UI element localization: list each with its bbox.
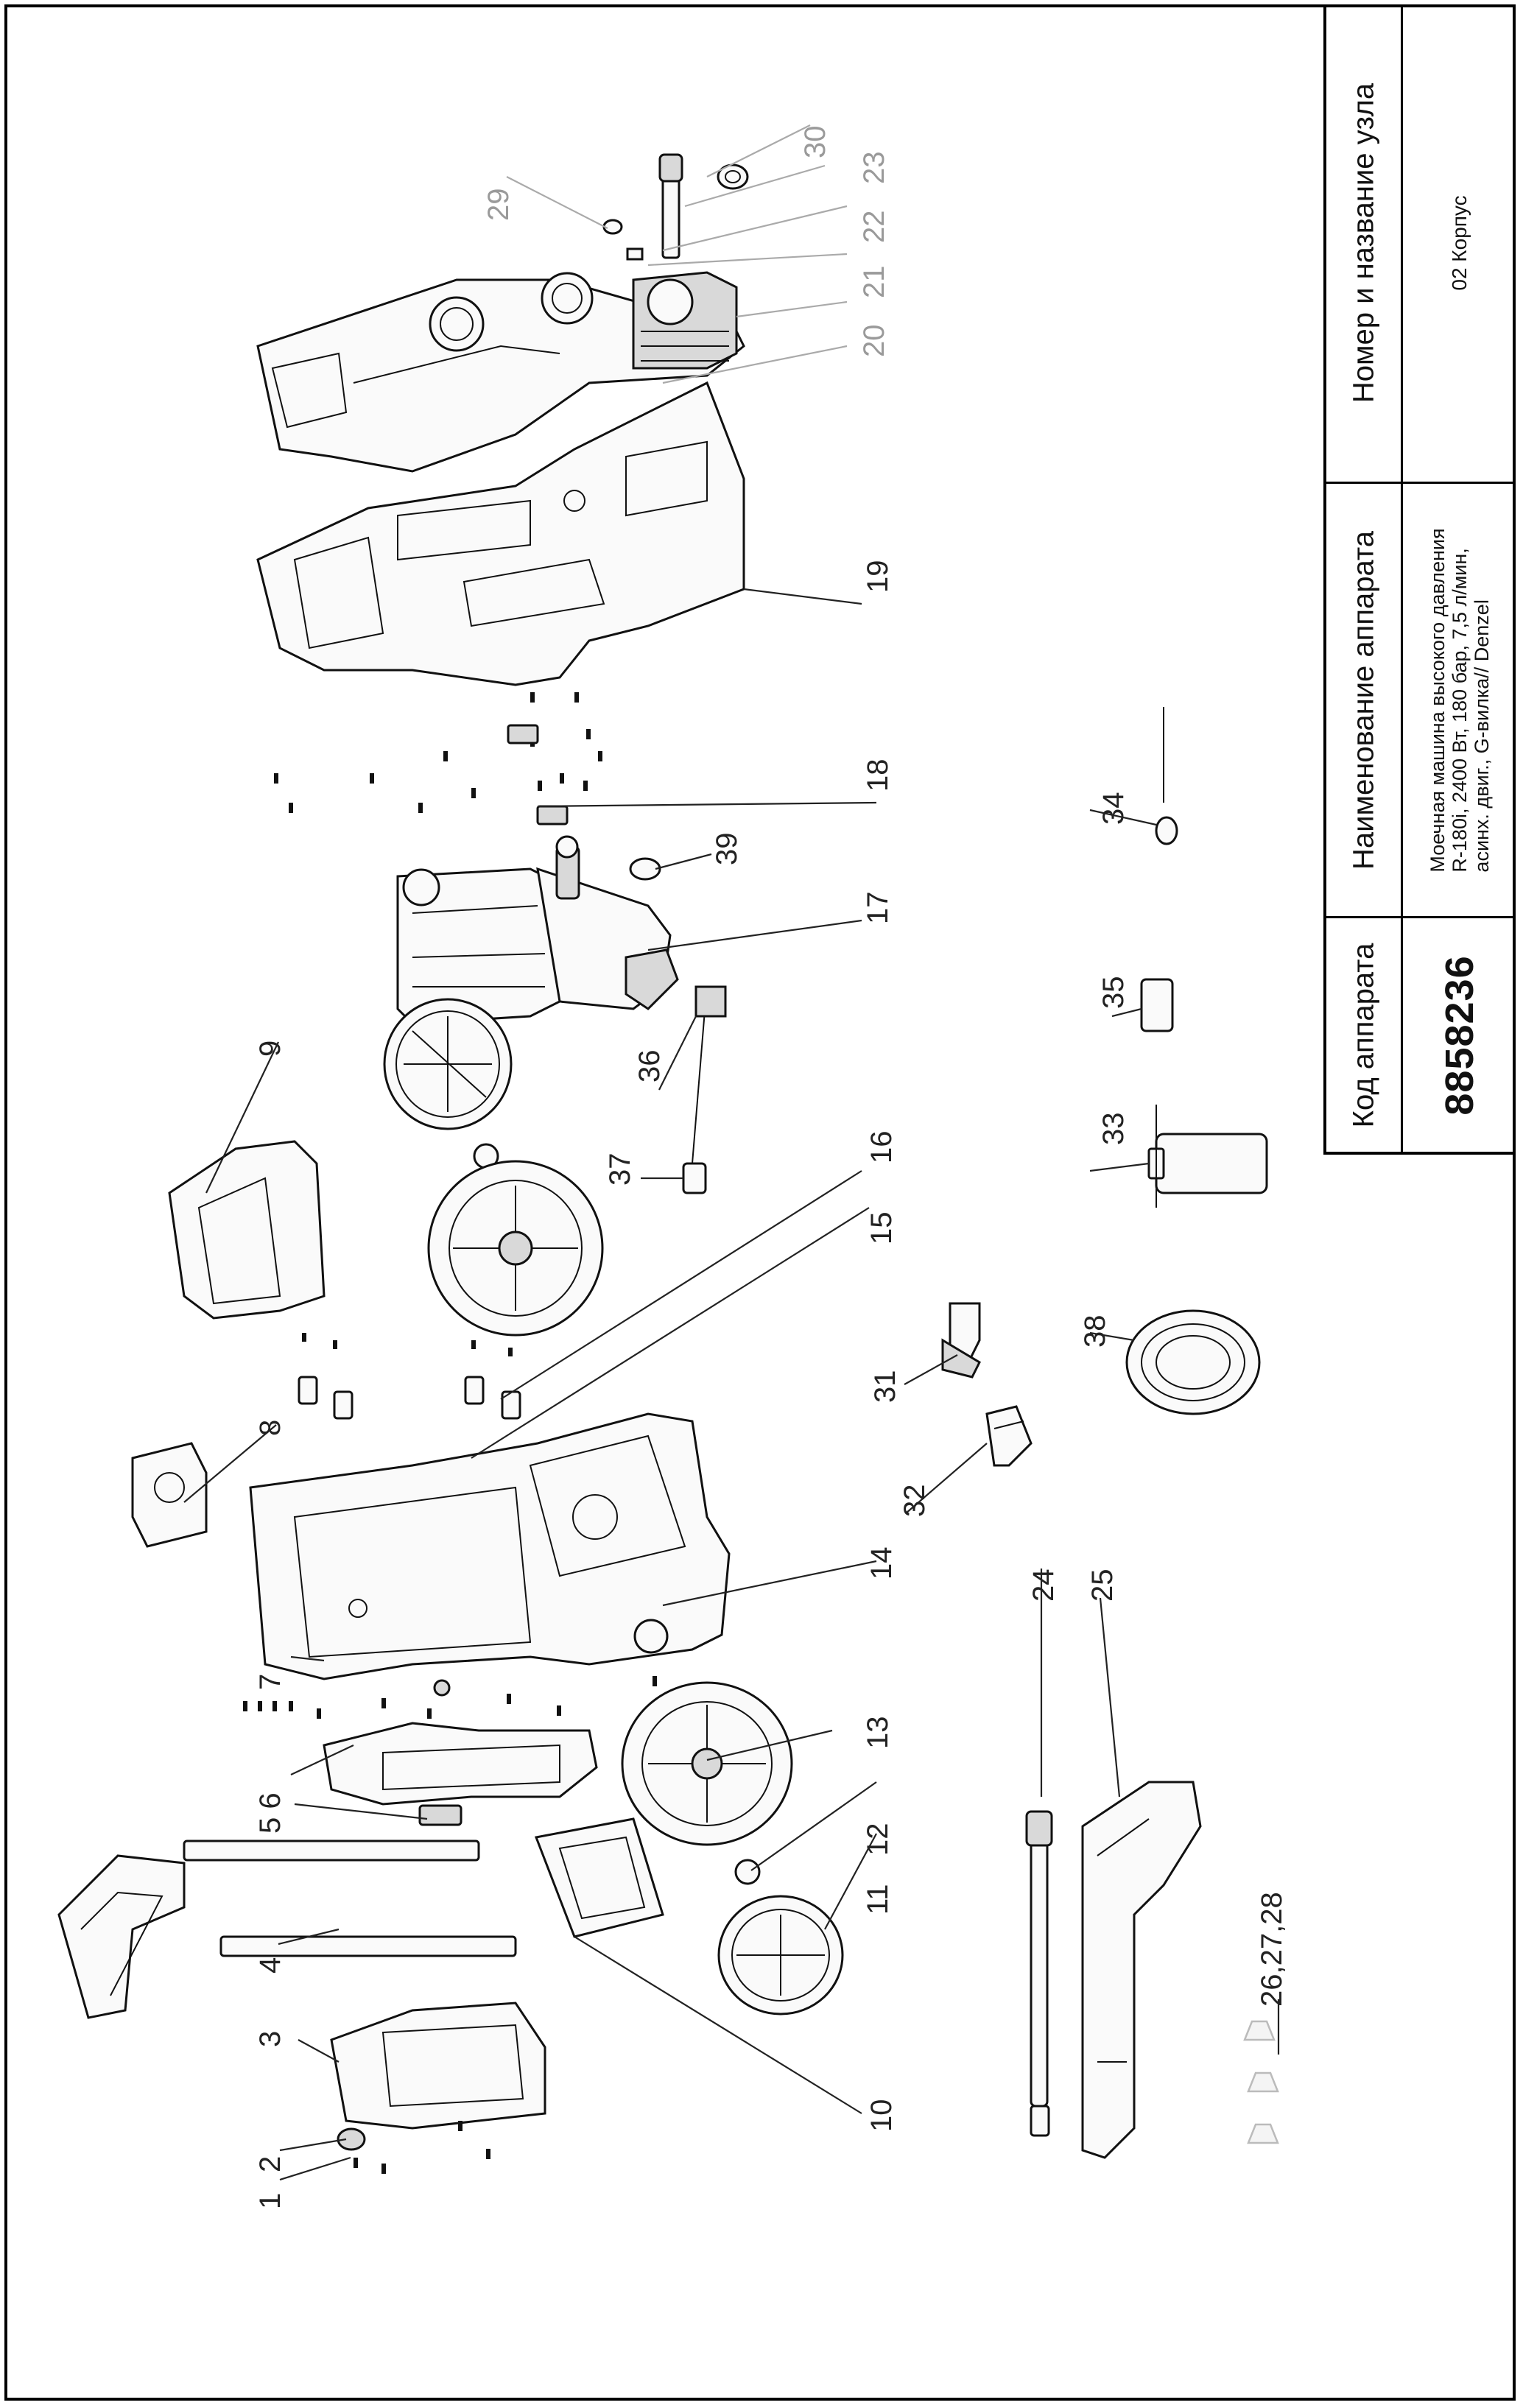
part-36-power-cord <box>692 985 727 1164</box>
callout-39: 39 <box>711 833 743 866</box>
part-17-pump-motor <box>396 835 679 1025</box>
part-33-detergent-bottle <box>1147 1105 1268 1208</box>
part-35-filter-insert <box>1140 978 1174 1032</box>
title-block: Номер и название узла Наименование аппар… <box>1323 4 1516 1155</box>
part-38-hose-coil <box>1125 1309 1261 1415</box>
callout-11: 11 <box>862 1884 894 1915</box>
callout-4: 4 <box>254 1957 286 1974</box>
callout-2: 2 <box>254 2156 286 2172</box>
callout-8: 8 <box>254 1420 286 1436</box>
appliance-name-line-2: R-180i, 2400 Вт, 180 бар, 7,5 л/мин, <box>1448 547 1471 873</box>
callout-9: 9 <box>254 1041 286 1057</box>
title-block-value-column: 02 Корпус Моечная машина высокого давлен… <box>1403 4 1516 1152</box>
callout-3: 3 <box>254 2031 286 2047</box>
part-18-bracket <box>507 724 569 825</box>
header-appliance-code: Код аппарата <box>1347 943 1379 1127</box>
callout-37: 37 <box>604 1153 636 1186</box>
part-34-tube <box>1155 707 1178 845</box>
callout-36: 36 <box>633 1050 666 1083</box>
callout-10: 10 <box>865 2099 898 2133</box>
part-20-top-cover <box>256 272 745 473</box>
fittings-group <box>298 1333 521 1420</box>
part-37-plug <box>682 1162 707 1194</box>
part-5-clip <box>418 1804 462 1826</box>
callout-20: 20 <box>858 325 890 358</box>
part-9-cable-hook <box>168 1140 326 1320</box>
part-30-cap <box>717 163 749 190</box>
title-block-header-column: Номер и название узла Наименование аппар… <box>1326 4 1403 1152</box>
callout-32: 32 <box>898 1485 931 1518</box>
part-23-outlet-pipe <box>658 153 683 259</box>
part-26-28-nozzles <box>1243 2020 1279 2144</box>
screws-row-lower <box>243 1676 672 1719</box>
appliance-code-value: 8858236 <box>1437 954 1482 1116</box>
appliance-name-line-1: Моечная машина высокого давления <box>1426 527 1449 873</box>
header-node: Номер и название узла <box>1347 82 1379 404</box>
callout-22: 22 <box>858 211 890 244</box>
part-7-screw <box>433 1679 451 1697</box>
part-24-lance <box>1025 1810 1053 2137</box>
part-12-washer-lower <box>734 1859 761 1885</box>
screws-row <box>274 692 602 813</box>
callout-12: 12 <box>862 1823 894 1856</box>
callout-17: 17 <box>862 892 894 925</box>
callout-31: 31 <box>869 1370 901 1404</box>
part-13-wheel-lower <box>621 1681 793 1846</box>
part-8-hose-hook <box>131 1442 208 1548</box>
callout-5-6: 5 6 <box>254 1792 286 1834</box>
part-10-cover-plate <box>534 1817 664 1938</box>
callout-14: 14 <box>865 1547 898 1580</box>
callout-26-28: 26,27,28 <box>1256 1892 1288 2007</box>
callout-1: 1 <box>254 2193 286 2209</box>
callout-29: 29 <box>482 189 515 222</box>
part-11-wheel-cap-lower <box>717 1895 844 2016</box>
callout-33: 33 <box>1097 1113 1130 1146</box>
part-4-handle <box>57 1840 517 2019</box>
callout-23: 23 <box>858 152 890 185</box>
appliance-name-line-3: асинх. двиг., G-вилка// Denzel <box>1470 599 1493 873</box>
part-1-screws <box>354 2121 490 2174</box>
part-19-main-housing <box>256 381 745 686</box>
callout-15: 15 <box>865 1212 898 1245</box>
callout-13: 13 <box>862 1717 894 1750</box>
callout-24: 24 <box>1027 1569 1060 1602</box>
callout-19: 19 <box>862 560 894 594</box>
node-value: 02 Корпус <box>1447 195 1471 291</box>
part-11-wheel-cap-upper <box>383 998 513 1130</box>
part-14-base-frame <box>249 1412 731 1680</box>
part-32-threaded-coupling <box>985 1405 1033 1467</box>
part-13-wheel-upper <box>427 1160 604 1337</box>
exploded-parts-diagram: 30 23 22 21 20 29 19 18 39 17 9 36 37 16… <box>57 124 1288 2210</box>
callout-16: 16 <box>865 1131 898 1164</box>
part-2-nut <box>337 2127 366 2151</box>
callout-18: 18 <box>862 759 894 792</box>
callout-7: 7 <box>254 1674 286 1690</box>
header-appliance-name: Наименование аппарата <box>1347 530 1379 870</box>
callout-34: 34 <box>1097 792 1130 825</box>
appliance-name-value: Моечная машина высокого давления R-180i,… <box>1427 528 1493 872</box>
callout-30: 30 <box>799 126 831 159</box>
callouts: 30 23 22 21 20 29 19 18 39 17 9 36 37 16… <box>254 126 1288 2210</box>
callout-35: 35 <box>1097 976 1130 1010</box>
callout-38: 38 <box>1079 1315 1111 1348</box>
part-3-base-cradle <box>330 2002 546 2130</box>
drawing-frame <box>4 4 1516 2401</box>
part-39-seal <box>629 857 661 881</box>
part-31-quick-adapter <box>941 1302 981 1379</box>
part-25-spray-gun <box>1081 1781 1202 2159</box>
callout-25: 25 <box>1086 1569 1119 1602</box>
part-6-handle-clamp <box>323 1722 598 1806</box>
part-21-filter-housing <box>632 271 738 370</box>
callout-21: 21 <box>858 266 890 299</box>
part-29-o-ring <box>602 219 623 235</box>
leader-lines <box>183 124 1280 2181</box>
part-22-pin <box>626 247 644 261</box>
